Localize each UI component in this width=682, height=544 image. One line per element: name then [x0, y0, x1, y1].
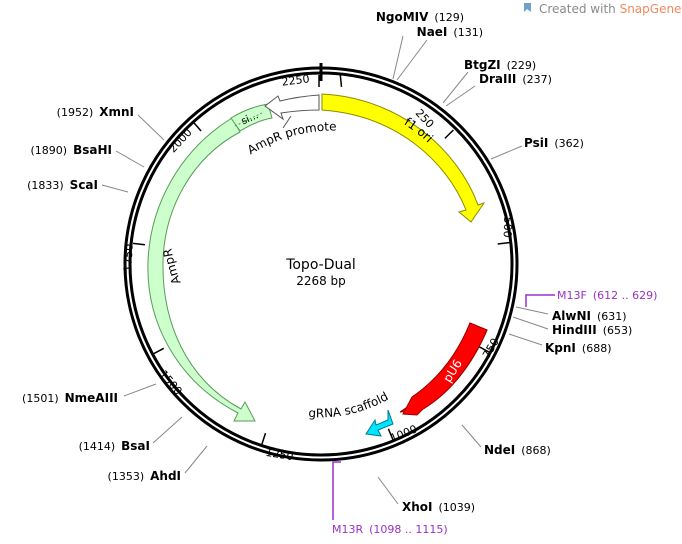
tick-marks	[132, 74, 510, 445]
tick-mark	[132, 242, 145, 246]
plasmid-length: 2268 bp	[296, 274, 346, 288]
tick-mark	[339, 74, 343, 87]
site-XmnI[interactable]: (1952)XmnI	[57, 105, 134, 119]
leader-PsiI	[490, 145, 523, 160]
site-NaeI[interactable]: NaeI(131)	[417, 25, 483, 39]
site-NgoMIV[interactable]: NgoMIV(129)	[376, 10, 464, 24]
tick-mark	[261, 432, 267, 445]
tick-mark	[478, 345, 490, 353]
AmpR-feature[interactable]	[147, 117, 256, 422]
site-XhoI[interactable]: XhoI(1039)	[402, 500, 475, 514]
leader-NmeAIII	[123, 383, 157, 397]
site-NdeI[interactable]: NdeI(868)	[484, 443, 551, 457]
leader-KpnI	[508, 333, 543, 346]
gRNA-scaffold-feature[interactable]	[365, 409, 394, 437]
leader-XmnI	[137, 114, 165, 141]
snapgene-watermark: Created with SnapGene™	[524, 2, 682, 16]
site-AhdI[interactable]: (1353)AhdI	[108, 469, 181, 483]
primer-M13R[interactable]: M13R(1098 .. 1115)	[332, 461, 448, 536]
site-KpnI[interactable]: KpnI(688)	[545, 341, 612, 355]
leader-XhoI	[377, 476, 399, 505]
leader-NaeI	[396, 39, 428, 81]
leader-BtgZI	[442, 71, 469, 104]
site-BtgZI[interactable]: BtgZI(229)	[464, 58, 536, 72]
site-DraIII[interactable]: DraIII(237)	[479, 72, 552, 86]
leader-BsaHI	[115, 150, 145, 168]
watermark-text: Created with SnapGene™	[539, 2, 682, 16]
primer-M13F[interactable]: M13F(612 .. 629)	[525, 289, 657, 307]
tick-mark	[152, 347, 165, 355]
watermark-brand: SnapGene	[620, 2, 682, 16]
tick-label-2000: 2000	[166, 126, 195, 155]
primer-M13R-label: M13R(1098 .. 1115)	[332, 523, 448, 536]
plasmid-name: Topo-Dual	[285, 257, 356, 273]
tick-mark	[497, 241, 510, 245]
site-HindIII[interactable]: HindIII(653)	[552, 323, 632, 337]
gRNA-scaffold-label: gRNA scaffold	[308, 389, 390, 420]
leader-BsaI	[152, 416, 183, 444]
primer-M13F-marker	[525, 294, 555, 307]
primer-M13R-marker	[332, 461, 341, 520]
leader-AhdI	[184, 445, 208, 474]
leader-DraIII	[445, 85, 476, 107]
signal-sequence-feature[interactable]	[230, 103, 273, 132]
leader-ScaI	[101, 184, 129, 193]
site-PsiI[interactable]: PsiI(362)	[524, 136, 584, 150]
leader-HindIII	[512, 316, 549, 330]
f1-ori-feature[interactable]	[321, 93, 486, 223]
AmpR-promoter-feature[interactable]	[264, 94, 320, 121]
leader-NgoMIV	[392, 35, 404, 80]
tick-label-1250: 1250	[265, 446, 295, 463]
AmpR-promoter-leader	[282, 115, 292, 129]
site-BsaHI[interactable]: (1890)BsaHI	[31, 143, 112, 157]
primer-M13F-label: M13F(612 .. 629)	[557, 289, 657, 302]
site-ScaI[interactable]: (1833)ScaI	[27, 178, 98, 192]
site-AlwNI[interactable]: AlwNI(631)	[552, 309, 627, 323]
leader-NdeI	[461, 424, 482, 448]
snapgene-logo-icon	[524, 3, 531, 12]
tick-mark	[444, 129, 454, 139]
site-BsaI[interactable]: (1414)BsaI	[79, 439, 150, 453]
tick-label-2250: 2250	[281, 72, 310, 88]
tick-mark	[387, 428, 394, 441]
pU6-feature-body	[402, 322, 488, 416]
tick-label-1750: 1750	[121, 243, 135, 272]
signal-sequence-divider	[234, 111, 265, 127]
leader-AlwNI	[515, 306, 549, 315]
tick-label-500: 500	[501, 216, 515, 237]
site-leader-lines	[101, 35, 549, 505]
tick-mark	[192, 121, 202, 132]
site-NmeAIII[interactable]: (1501)NmeAIII	[22, 391, 118, 405]
